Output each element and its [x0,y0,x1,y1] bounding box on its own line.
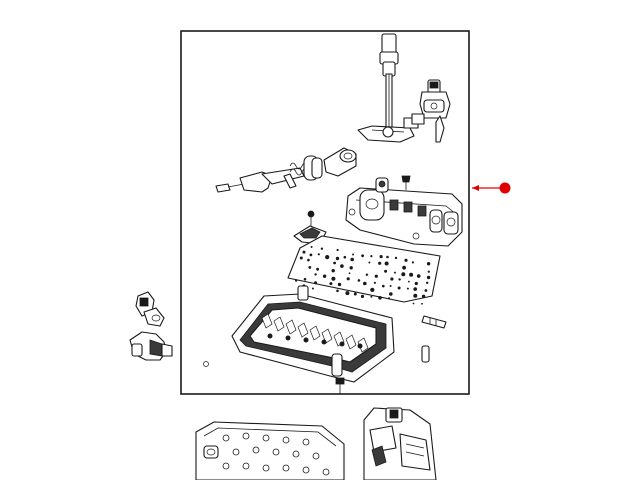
callout-dot[interactable] [499,182,511,194]
callout-arrow[interactable] [472,182,511,194]
separator-plate-icon [287,235,441,305]
spring-icon [289,155,323,181]
bolt-icon [307,210,315,226]
accumulator-icon [323,147,357,177]
pin-icon [421,315,447,363]
shift-shaft-rod-icon [379,33,399,135]
bolt-icon [203,361,209,367]
oil-filter-icon [195,421,345,480]
range-sensor-icon [411,79,451,143]
manual-valve-link-icon [215,167,305,193]
valve-body-upper-icon [345,177,463,247]
diagram-frame [180,30,470,395]
valve-body-lower-icon [231,285,395,383]
control-module-icon [363,407,437,480]
bolt-icon [401,175,411,190]
solenoid-small-icon [135,291,165,327]
bolt-icon [335,377,345,394]
solenoid-large-icon [129,331,173,361]
